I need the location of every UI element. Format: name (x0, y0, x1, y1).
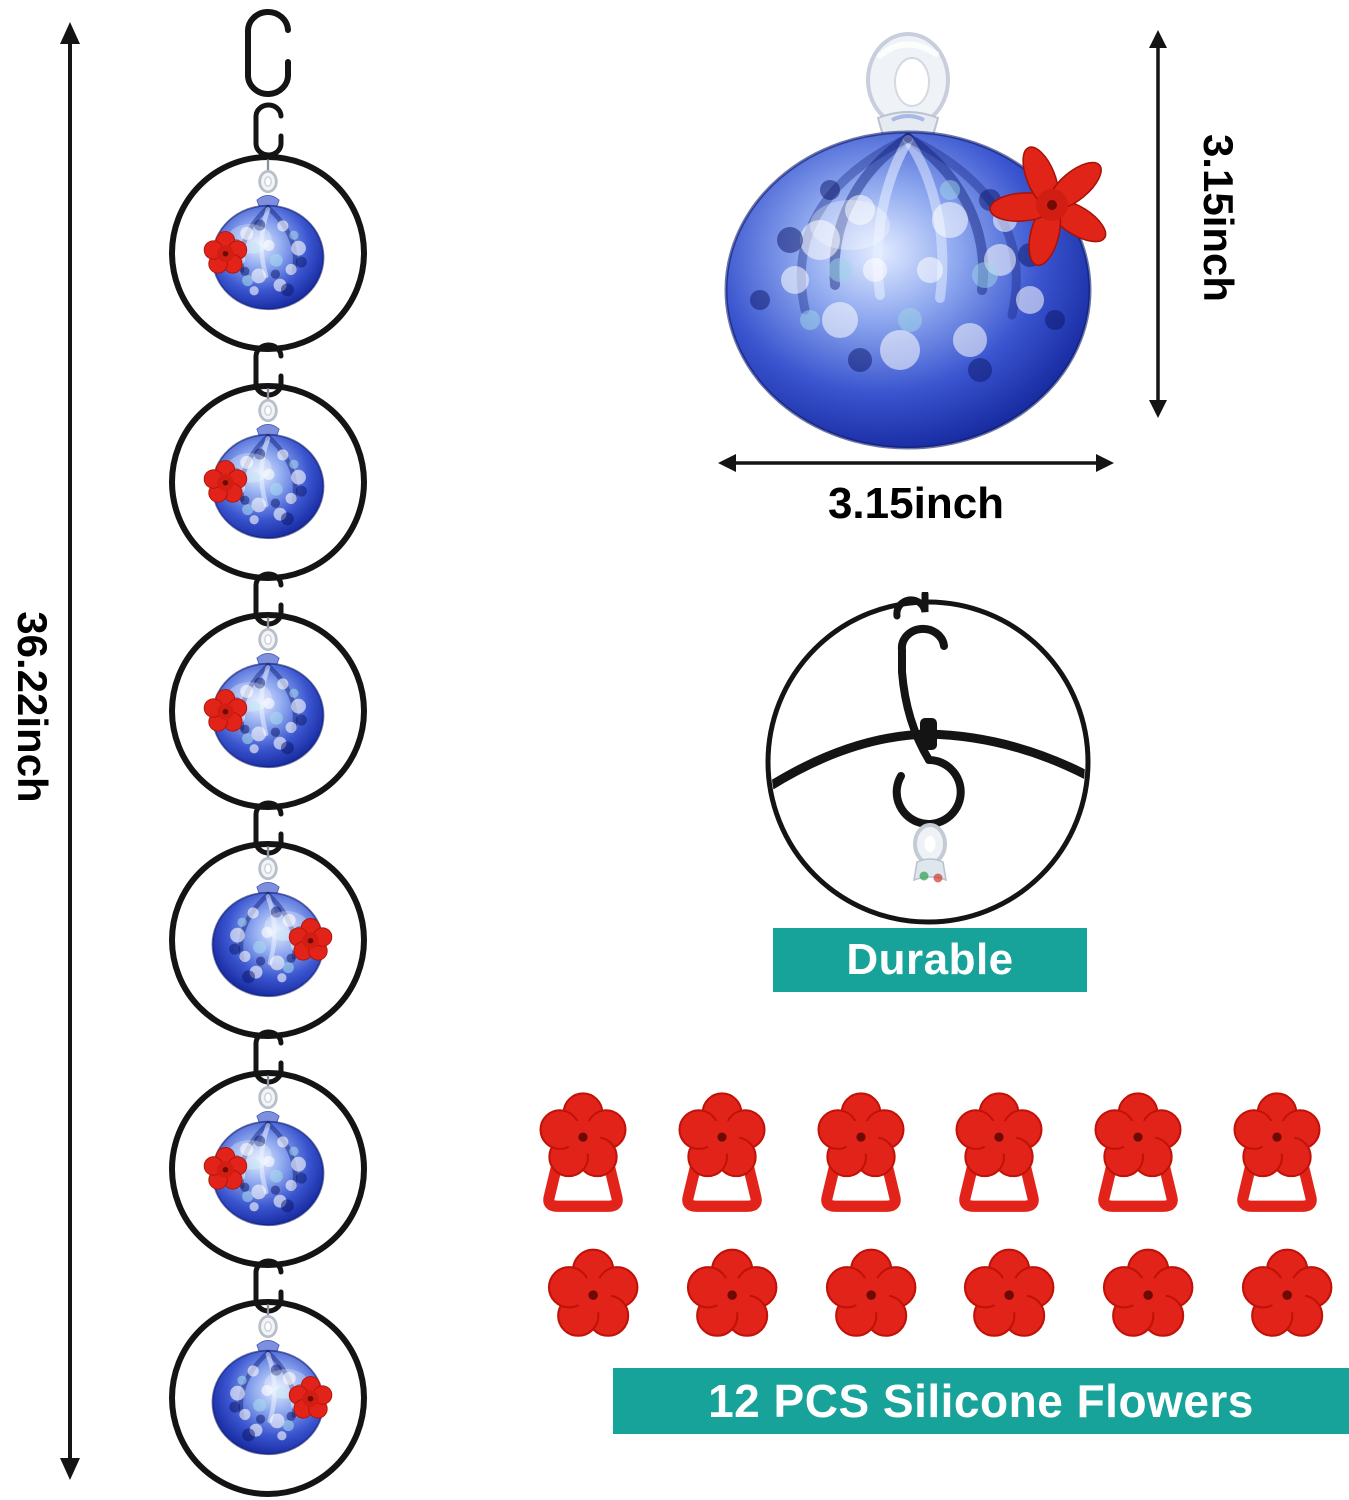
feeder-ring-4 (172, 844, 364, 1036)
feeder-ring-3 (172, 615, 364, 807)
rod-collar (920, 718, 937, 750)
silicone-flower (938, 1238, 1060, 1344)
feeding-flower (989, 146, 1107, 267)
top-hook-icon (893, 592, 929, 620)
silicone-flower-with-ring (661, 1082, 783, 1240)
flower-ring-row (522, 1082, 1338, 1240)
top-s-hook-icon (248, 12, 288, 94)
silicone-flower-with-ring (800, 1082, 922, 1240)
silicone-flower-with-ring (522, 1082, 644, 1240)
feeder-ring-1 (172, 157, 364, 349)
glass-loop (866, 32, 950, 128)
silicone-flower-with-ring (1077, 1082, 1199, 1240)
s-hook-icon (892, 624, 965, 828)
flower-row (522, 1238, 1338, 1344)
feeder-chain-illustration (60, 0, 540, 1500)
feeder-ring-2 (172, 386, 364, 578)
closeup-width-label: 3.15inch (827, 479, 1005, 528)
silicone-flower (522, 1238, 644, 1344)
height-dimension-arrow (60, 22, 80, 1480)
hook-closeup-illustration (765, 592, 1091, 925)
feeder-ring-6 (172, 1302, 364, 1494)
silicone-flower (1077, 1238, 1199, 1344)
chain-height-label: 36.22inch (9, 611, 56, 803)
silicone-flower (661, 1238, 783, 1344)
flowers-count-badge: 12 PCS Silicone Flowers (613, 1368, 1349, 1434)
silicone-flower (1216, 1238, 1338, 1344)
closeup-height-label: 3.15inch (1195, 133, 1242, 303)
durable-badge: Durable (773, 928, 1087, 992)
silicone-flower (800, 1238, 922, 1344)
feeder-ring-5 (172, 1073, 364, 1265)
connector-hook-icon (256, 105, 281, 155)
dapple-spots (750, 180, 1065, 382)
closeup-width-arrow (718, 454, 1114, 472)
closeup-height-arrow (1149, 30, 1167, 418)
feeder-closeup-illustration (724, 32, 1107, 450)
glass-top-detail (913, 823, 947, 883)
silicone-flower-with-ring (938, 1082, 1060, 1240)
silicone-flower-with-ring (1216, 1082, 1338, 1240)
